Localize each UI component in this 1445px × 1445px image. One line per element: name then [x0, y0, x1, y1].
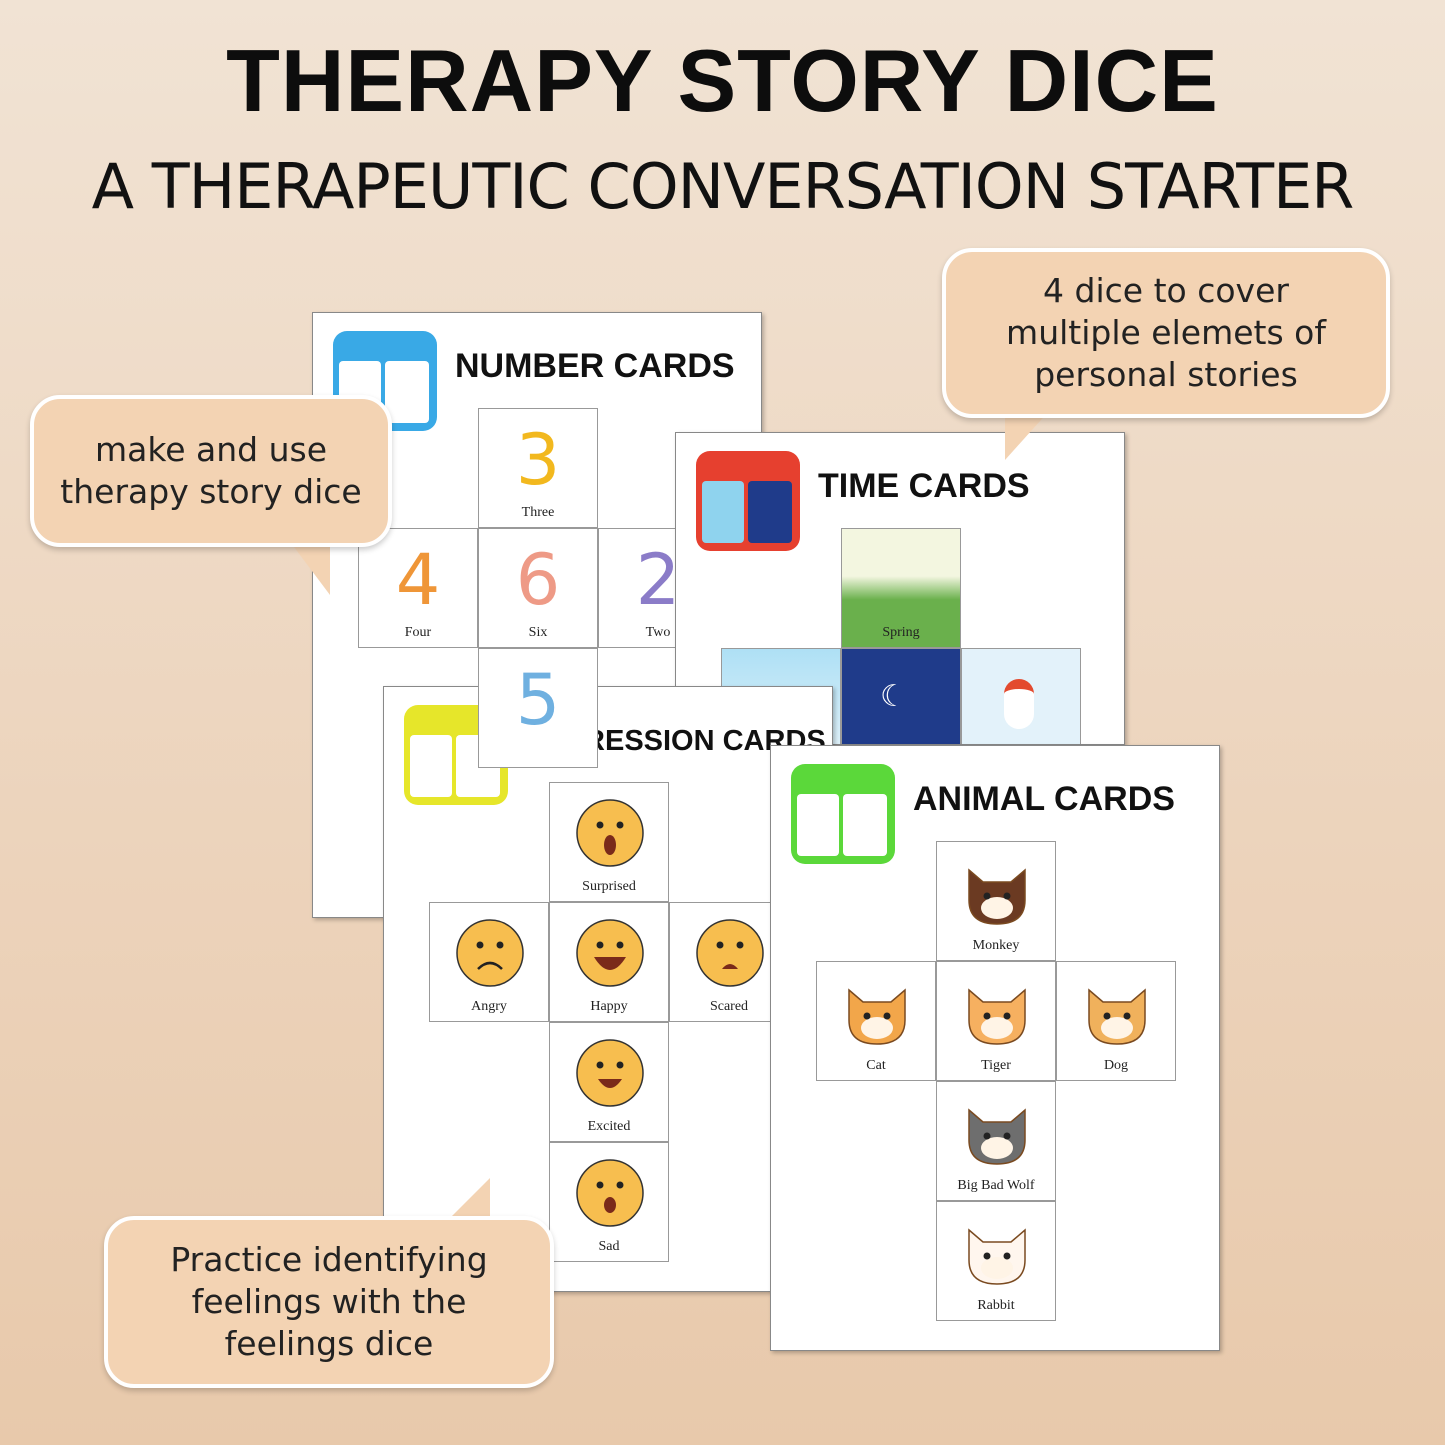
card-label: Cat [866, 1058, 886, 1073]
card-label: Excited [587, 1119, 631, 1134]
night-card: ☾ [841, 648, 961, 744]
sheet-title: NUMBER CARDS [455, 347, 735, 385]
card-label: Sad [598, 1239, 620, 1254]
callout-make-dice: make and use therapy story dice [30, 395, 392, 547]
page-subtitle: A THERAPEUTIC CONVERSATION STARTER [91, 150, 1355, 223]
sheet-title: TIME CARDS [818, 467, 1030, 505]
card-label: Tiger [981, 1058, 1011, 1073]
spring-card: Spring [841, 528, 961, 648]
expression-card-excited: Excited [549, 1022, 669, 1142]
snowman-icon [1004, 679, 1034, 729]
callout-text: 4 dice to cover multiple elemets of pers… [1006, 271, 1326, 394]
expression-card-angry: Angry [429, 902, 549, 1022]
animal-card-cat: Cat [816, 961, 936, 1081]
page-title: THERAPY STORY DICE [226, 31, 1219, 130]
number-card: 5 [478, 648, 598, 768]
callout-feelings: Practice identifying feelings with the f… [104, 1216, 554, 1388]
card-label: Happy [590, 999, 628, 1014]
callout-tail [1005, 410, 1050, 460]
animal-card-big-bad-wolf: Big Bad Wolf [936, 1081, 1056, 1201]
sheet-title: ANIMAL CARDS [913, 780, 1175, 818]
animal-card-dog: Dog [1056, 961, 1176, 1081]
expression-card-sad: Sad [549, 1142, 669, 1262]
card-label: Scared [709, 999, 749, 1014]
animal-card-rabbit: Rabbit [936, 1201, 1056, 1321]
card-label: Big Bad Wolf [957, 1178, 1035, 1193]
time-dice-icon [696, 451, 800, 551]
animal-card-tiger: Tiger [936, 961, 1056, 1081]
moon-icon: ☾ [880, 680, 907, 713]
animal-dice-icon [791, 764, 895, 864]
card-label: Monkey [972, 938, 1020, 953]
callout-text: Practice identifying feelings with the f… [170, 1240, 488, 1363]
callout-tail [445, 1178, 490, 1223]
card-label: Surprised [582, 879, 636, 894]
card-label: Dog [1103, 1058, 1129, 1073]
winter-card [961, 648, 1081, 744]
expression-card-happy: Happy [549, 902, 669, 1022]
expression-card-surprised: Surprised [549, 782, 669, 902]
card-label: Angry [471, 999, 507, 1014]
callout-text: make and use therapy story dice [60, 430, 362, 511]
callout-four-dice: 4 dice to cover multiple elemets of pers… [942, 248, 1390, 418]
card-label: Rabbit [977, 1298, 1015, 1313]
animal-card-monkey: Monkey [936, 841, 1056, 961]
